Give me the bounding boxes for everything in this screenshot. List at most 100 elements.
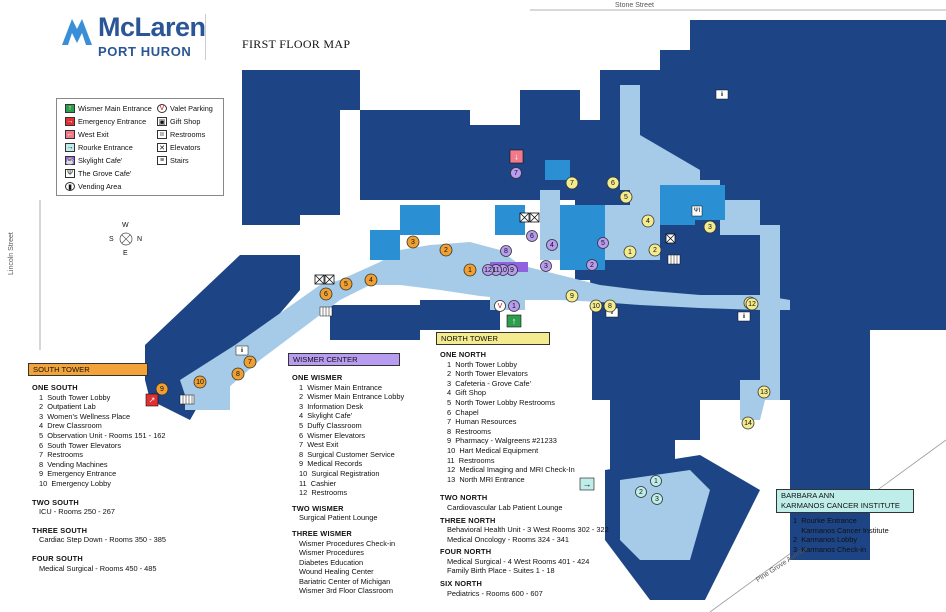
legend-item: →Rourke Entrance (65, 143, 133, 152)
legend-item: ☕Skylight Cafe' (65, 156, 123, 165)
list-item: ICU - Rooms 250 - 267 (39, 507, 115, 517)
purple-marker: 5 (597, 237, 609, 249)
list-item: 11 Restrooms (447, 455, 495, 465)
orange-marker: 6 (319, 287, 333, 301)
legend-item: ▣Gift Shop (157, 117, 201, 126)
compass-s: E (123, 250, 128, 257)
teal-marker: 3 (651, 493, 663, 505)
elevator-icon (324, 274, 335, 285)
list-item: 6 Chapel (447, 407, 479, 417)
restroom-icon: ıı (157, 130, 167, 139)
list-item: 9 Emergency Entrance (39, 469, 117, 479)
purple-marker: 2 (586, 259, 598, 271)
list-item: 11 Cashier (299, 478, 337, 488)
six-north-heading: SIX NORTH (440, 579, 483, 589)
yellow-marker: 3 (703, 220, 717, 234)
list-item: Family Birth Place - Suites 1 - 18 (447, 566, 555, 576)
wismer-main-entrance-arrow-icon: ↑ (506, 314, 522, 328)
legend-item: ✕Elevators (157, 143, 200, 152)
yellow-marker-label: 8 (608, 303, 612, 310)
teal-marker-label: 2 (639, 489, 643, 496)
restroom-icon: ii (715, 89, 729, 100)
list-item: 6 South Tower Elevators (39, 440, 122, 450)
north-tower-header: NORTH TOWER (436, 332, 550, 345)
orange-marker-label: 8 (236, 371, 240, 378)
orange-marker: 9 (155, 382, 169, 396)
emergency-entrance-arrow-icon: ↗ (145, 393, 159, 407)
list-item: Cardiovascular Lab Patient Lounge (447, 502, 563, 512)
pink-arrow-left-icon: ← (65, 130, 75, 139)
room-block-i (575, 240, 595, 255)
list-item: 1 South Tower Lobby (39, 392, 111, 402)
purple-marker-label: 8 (504, 248, 508, 255)
entrance-arrows: ↑ ↗ ↓ → (145, 149, 595, 491)
list-item: 10 Emergency Lobby (39, 478, 111, 488)
restroom-icon: ii (235, 345, 249, 356)
yellow-marker: 4 (641, 214, 655, 228)
yellow-marker-label: 6 (611, 180, 615, 187)
svg-text:ii: ii (241, 348, 244, 354)
orange-marker-label: 3 (411, 239, 415, 246)
purple-marker-label: 10 (499, 267, 507, 274)
purple-marker: 7 (510, 167, 522, 179)
svg-text:↗: ↗ (149, 396, 156, 405)
list-item: 7 West Exit (299, 440, 339, 450)
karmanos-header-line: KARMANOS CANCER INSTITUTE (781, 501, 900, 510)
fork-knife-icon: ΨΙ (691, 205, 703, 217)
cup-icon: ☕ (65, 156, 75, 165)
yellow-marker-label: 10 (592, 303, 600, 310)
list-item: 8 Vending Machines (39, 459, 108, 469)
svg-text:ii: ii (743, 314, 746, 320)
teal-marker: 2 (635, 486, 647, 498)
list-item: 2 Wismer Main Entrance Lobby (299, 392, 405, 402)
yellow-marker: 1 (623, 245, 637, 259)
map-legend: ↑Wismer Main Entrance →Emergency Entranc… (56, 98, 224, 196)
wismer-north-block (360, 110, 520, 200)
yellow-marker-label: 1 (628, 249, 632, 256)
list-item: Medical Surgical - Rooms 450 - 485 (39, 563, 157, 573)
karmanos-directory: 1 Rourke Entrance Karmanos Cancer Instit… (786, 516, 889, 554)
vending-icon: ▮ (65, 182, 75, 191)
orange-marker-label: 9 (160, 386, 164, 393)
list-item: Pediatrics - Rooms 600 - 607 (447, 588, 543, 598)
restroom-icon: ii (737, 311, 751, 322)
list-item: 8 Surgical Customer Service (299, 449, 395, 459)
list-item: 12 Medical Imaging and MRI Check-In (447, 465, 575, 475)
room-block-c (560, 205, 605, 240)
purple-marker-label: 6 (530, 233, 534, 240)
yellow-marker-label: 9 (570, 293, 574, 300)
page-title: FIRST FLOOR MAP (242, 37, 351, 51)
legend-item: ←West Exit (65, 130, 109, 139)
orange-marker-label: 4 (369, 277, 373, 284)
stairs-icon (179, 394, 195, 405)
orange-marker: 4 (364, 273, 378, 287)
yellow-marker-label: 4 (646, 218, 650, 225)
list-item: 1 Rourke Entrance (793, 516, 857, 525)
purple-marker-label: 4 (550, 242, 554, 249)
west-large-block (242, 70, 360, 225)
yellow-marker-label: 7 (570, 180, 574, 187)
three-wismer-heading: THREE WISMER (292, 528, 352, 538)
valet-icon: V (494, 300, 506, 312)
list-item: 13 North MRI Entrance (447, 474, 525, 484)
list-item: Karmanos Cancer Institute (793, 525, 889, 535)
list-item: 10 Hart Medical Equipment (447, 445, 539, 455)
purple-marker-label: 7 (514, 170, 518, 177)
list-item: 12 Restrooms (299, 488, 348, 498)
orange-marker: 7 (243, 355, 257, 369)
stone-street-label: Stone Street (615, 2, 654, 9)
four-north-list: Medical Surgical - 4 West Rooms 401 - 42… (440, 557, 609, 576)
list-item: 5 Duffy Classroom (299, 420, 362, 430)
orange-marker: 5 (339, 277, 353, 291)
list-item: 1 North Tower Lobby (447, 359, 518, 369)
list-item: Wismer Procedures Check-in (299, 538, 396, 548)
compass-e: N (137, 236, 143, 243)
restroom-icons: ii ii ii ii ΨΙ (235, 89, 751, 356)
list-item: 5 Observation Unit - Rooms 151 - 162 (39, 430, 166, 440)
